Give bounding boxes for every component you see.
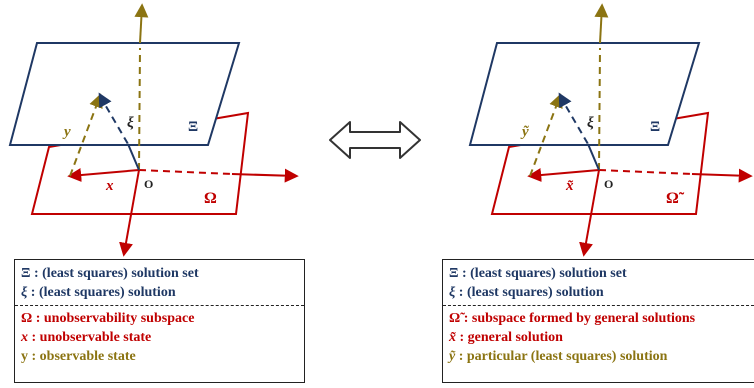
right-axis-down [579, 169, 600, 257]
left-xi-vector [127, 143, 140, 171]
legend-symbol: Ω̃ [449, 311, 461, 326]
legend-text: : (least squares) solution set [458, 266, 627, 281]
legend-text: : particular (least squares) solution [455, 349, 668, 364]
legend-symbol: y [21, 349, 28, 364]
right-legend-row-x: x̃ : general solution [443, 328, 754, 347]
right-axis-up [594, 3, 609, 44]
left-legend-row-xi: ξ : (least squares) solution [15, 283, 304, 302]
left-origin-label: O [144, 177, 153, 191]
legend-symbol: Ω [21, 311, 33, 326]
left-xi-vector-label: ξ [127, 115, 134, 131]
left-xi-vector-head [98, 92, 112, 109]
left-y-vector-label: y [62, 124, 71, 140]
left-x-vector [67, 168, 140, 183]
left-x-vector-label: x [105, 178, 114, 194]
right-diagram: Ξ Ω̃ O ξ x̃ ỹ [468, 3, 753, 257]
legend-text: : unobservable state [28, 330, 152, 345]
right-y-vector-label: ỹ [520, 124, 529, 140]
right-y-vector [529, 93, 563, 177]
right-legend-row-xi-set: Ξ : (least squares) solution set [443, 264, 754, 283]
right-origin-label: O [604, 177, 613, 191]
right-x-vector [527, 168, 600, 183]
left-xi-plane [8, 42, 241, 146]
left-legend-row-x: x : unobservable state [15, 328, 304, 347]
right-xi-plane [468, 42, 701, 146]
left-y-vector [69, 93, 103, 177]
legend-symbol: ξ [449, 285, 456, 300]
double-arrow-icon [329, 121, 421, 159]
legend-symbol: ỹ [449, 349, 456, 364]
right-legend-row-omega: Ω̃ : subspace formed by general solution… [443, 309, 754, 328]
right-legend: Ξ : (least squares) solution set ξ : (le… [442, 259, 754, 383]
legend-text: : observable state [28, 349, 136, 364]
right-xi-vector-label: ξ [587, 115, 594, 131]
left-legend-divider [15, 305, 304, 306]
left-axis-right [231, 168, 299, 183]
right-legend-divider [443, 305, 754, 306]
right-axis-right-dashed [598, 169, 693, 175]
legend-text: : general solution [456, 330, 563, 345]
left-legend-row-xi-set: Ξ : (least squares) solution set [15, 264, 304, 283]
left-legend: Ξ : (least squares) solution set ξ : (le… [14, 259, 305, 383]
legend-text: : (least squares) solution set [30, 266, 199, 281]
left-omega-plane-label: Ω [204, 190, 217, 207]
legend-symbol: Ξ [21, 266, 31, 281]
right-axis-up-dashed [598, 47, 601, 171]
legend-symbol: x̃ [449, 330, 456, 345]
legend-symbol: x [21, 330, 28, 345]
legend-text: : subspace formed by general solutions [460, 311, 696, 326]
left-axis-up-dashed [138, 47, 141, 171]
right-legend-row-xi: ξ : (least squares) solution [443, 283, 754, 302]
right-xi-vector-head [558, 92, 572, 109]
right-xi-vector-dashed [559, 95, 589, 145]
left-axis-right-dashed [138, 169, 233, 175]
left-xi-plane-label: Ξ [188, 119, 198, 135]
left-legend-row-y: y : observable state [15, 347, 304, 366]
legend-text: : unobservability subspace [32, 311, 195, 326]
right-x-vector-label: x̃ [565, 178, 574, 194]
left-xi-vector-dashed [99, 95, 129, 145]
left-axis-up [134, 3, 149, 44]
right-legend-row-y: ỹ : particular (least squares) solution [443, 347, 754, 366]
legend-text: : (least squares) solution [27, 285, 176, 300]
legend-text: : (least squares) solution [455, 285, 604, 300]
left-legend-row-omega: Ω : unobservability subspace [15, 309, 304, 328]
legend-symbol: ξ [21, 285, 28, 300]
right-xi-plane-label: Ξ [650, 119, 660, 135]
left-diagram: Ξ Ω O ξ x y [8, 3, 299, 257]
legend-symbol: Ξ [449, 266, 459, 281]
left-axis-down [119, 169, 140, 257]
right-xi-vector [587, 143, 600, 171]
right-axis-right [691, 168, 753, 183]
